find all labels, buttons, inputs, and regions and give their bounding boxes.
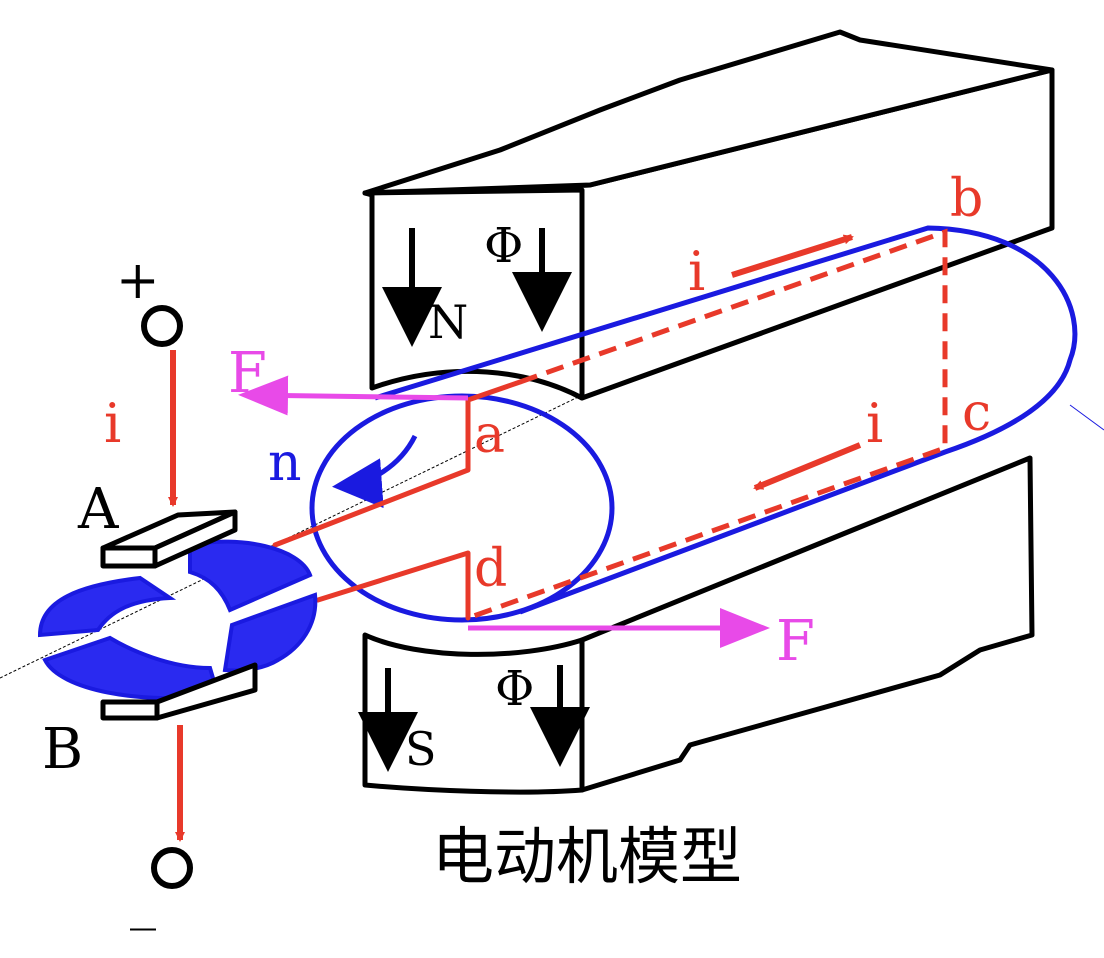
diagram-caption: 电动机模型 xyxy=(432,820,742,893)
current-bottom-label: i xyxy=(866,392,883,455)
brush-a-label: A xyxy=(77,477,119,542)
south-magnet: S Φ xyxy=(358,455,1035,795)
flux-top-label: Φ xyxy=(484,218,523,274)
point-c-label: c xyxy=(962,383,991,443)
brush-b-label: B xyxy=(42,717,83,782)
rotor-cylinder: n xyxy=(268,225,1078,623)
current-in-label: i xyxy=(104,392,121,455)
point-b-label: b xyxy=(950,169,983,229)
force-left-label: F xyxy=(228,341,267,406)
armature-coil xyxy=(272,228,948,621)
coil-current-arrows: i i xyxy=(688,234,883,491)
point-a-label: a xyxy=(474,405,505,465)
flux-bottom-label: Φ xyxy=(495,661,534,717)
plus-terminal-label: + xyxy=(116,251,160,311)
north-pole-label: N xyxy=(428,295,468,349)
brushes: A B xyxy=(42,477,258,782)
force-arrows: F F xyxy=(228,341,815,674)
supply-terminals: + i _ xyxy=(104,251,193,931)
force-right-label: F xyxy=(776,609,815,674)
north-magnet: N Φ xyxy=(362,29,1055,401)
point-d-label: d xyxy=(474,539,507,599)
commutator xyxy=(37,539,318,701)
rotation-label: n xyxy=(268,433,302,493)
south-pole-label: S xyxy=(405,722,437,776)
current-top-label: i xyxy=(688,240,705,303)
minus-terminal-label: _ xyxy=(130,871,156,931)
